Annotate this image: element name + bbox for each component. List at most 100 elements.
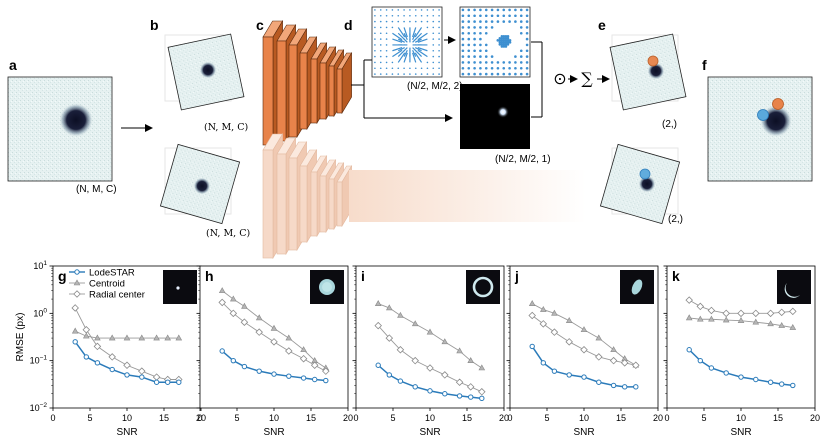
field-vector [432,73,435,75]
field-dot [504,41,508,44]
data-point [609,356,618,365]
field-dot [525,61,529,64]
field-dot [473,37,476,41]
field-vector [379,38,382,40]
x-tick-label: 5 [87,413,92,423]
field-vector [385,67,388,70]
field-vector [426,20,429,23]
field-dot [490,8,494,12]
field-vector [420,14,423,17]
field-vector [374,26,376,29]
data-point [479,395,485,402]
field-vector [432,20,435,23]
data-point [696,315,704,322]
field-dot [479,37,482,41]
field-vector [374,44,376,46]
panel-label-e: e [598,17,606,33]
field-vector [397,73,400,75]
data-point [723,370,729,376]
data-point [270,324,278,331]
field-vector [379,20,382,23]
field-vector [403,27,408,38]
field-dot [500,39,504,42]
field-dot [461,8,465,12]
field-dot [461,26,465,29]
field-vector [414,47,422,52]
data-point [312,376,318,383]
data-point [71,304,79,312]
inset-particle-ellipse [620,270,654,304]
data-point [595,334,603,341]
data-point [153,379,160,385]
field-dot [467,55,471,58]
series-centroid [685,314,797,330]
x-tick-label: 10 [122,413,132,423]
inset-particle-crescent [777,270,811,304]
panel-label-k: k [672,268,680,284]
field-vector [438,49,440,52]
data-point [697,357,703,364]
data-point [396,345,405,354]
data-point [218,298,226,307]
network-layer-block [336,51,353,115]
data-point [722,316,730,323]
data-point [255,314,263,321]
data-point [385,334,394,342]
field-dot [519,49,523,53]
data-point [565,338,573,346]
data-point [255,328,263,336]
y-tick-label: 10−1 [30,355,48,366]
data-point [539,320,548,328]
field-dot [506,43,510,46]
field-dot [500,43,504,46]
data-point [738,374,744,380]
field-vector [391,9,394,11]
data-point [310,361,319,370]
field-vector [432,55,435,58]
field-vector [397,49,406,58]
field-dot [498,41,502,44]
field-vector [385,9,388,11]
field-vector [397,47,405,52]
field-dot [502,8,506,12]
field-dot [502,41,506,44]
field-dot [525,43,529,47]
field-dot [473,55,476,58]
field-dot [506,36,510,40]
field-dot [514,66,517,70]
combined-prediction-f [707,76,813,182]
field-dot [461,66,465,70]
field-dot [508,61,511,64]
combine-connectors [531,41,543,118]
field-dot [519,8,523,12]
field-dot [490,55,494,58]
field-dot [467,66,471,70]
data-point [124,372,130,378]
data-point [427,388,433,394]
cnn-network-faded [262,132,353,260]
field-vector [403,32,408,40]
field-vector [385,32,388,35]
field-dot [473,8,476,12]
field-vector [374,73,376,75]
data-point [412,384,418,390]
field-vector [414,9,417,11]
data-point [176,379,182,385]
data-point [219,348,225,354]
data-point [595,353,603,361]
field-dot [519,55,523,58]
data-point [323,377,329,384]
field-vector [379,55,382,58]
data-point [175,334,183,341]
field-vector [385,44,388,46]
field-dot [467,31,471,35]
field-dot [479,26,482,29]
field-dot [479,43,482,47]
shape-label-d-weight: (N/2, M/2, 1) [495,154,551,165]
data-point [299,354,308,363]
field-vector [432,38,435,40]
field-vector [397,14,400,17]
field-dot [473,31,476,35]
x-tick-label: 0 [507,413,512,423]
x-tick-label: 15 [462,413,472,423]
